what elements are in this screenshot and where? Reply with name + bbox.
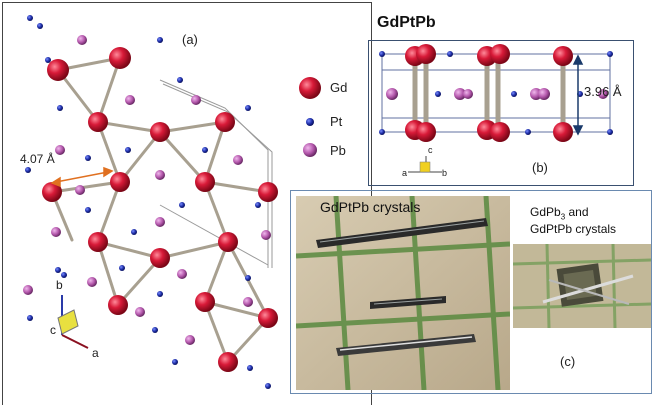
legend-markers bbox=[299, 77, 321, 157]
photo-2-caption-line-2: GdPtPb crystals bbox=[530, 222, 617, 236]
photo-1-caption: GdPtPb crystals bbox=[320, 199, 421, 215]
legend-gd-label: Gd bbox=[330, 80, 348, 95]
panel-b-label: (b) bbox=[532, 160, 548, 175]
distance-label-b: 3.96 Å bbox=[584, 84, 622, 99]
panel-c-frame bbox=[290, 190, 652, 394]
axis-b-label-b: b bbox=[442, 168, 448, 178]
distance-label-a: 4.07 Å bbox=[20, 152, 55, 166]
photo-2-caption-gdpb: GdPb bbox=[530, 205, 561, 219]
photo-2-caption-line-1: GdPb3 and bbox=[530, 205, 589, 221]
pb-atoms bbox=[23, 35, 271, 345]
gd-bonds bbox=[50, 56, 270, 364]
photo-2-caption-sub: 3 bbox=[560, 212, 566, 222]
photo-2-caption-and: and bbox=[565, 205, 589, 219]
gd-atoms bbox=[42, 47, 278, 372]
pt-atoms bbox=[25, 15, 271, 389]
axis-b-label: b bbox=[56, 278, 63, 292]
axis-indicator-a bbox=[57, 295, 89, 349]
cell-outline bbox=[159, 79, 273, 268]
axis-a-label: a bbox=[92, 346, 99, 360]
crystal-photo-2 bbox=[513, 244, 651, 328]
legend-pt-label: Pt bbox=[330, 114, 343, 129]
panel-b-title: GdPtPb bbox=[377, 14, 436, 31]
axis-c-label-b: c bbox=[428, 145, 433, 155]
panel-a-structure bbox=[23, 15, 278, 389]
panel-c-label: (c) bbox=[560, 354, 576, 369]
axis-c-label: c bbox=[50, 323, 56, 337]
legend-pb-label: Pb bbox=[330, 143, 346, 158]
crystal-photo-1 bbox=[296, 196, 510, 390]
distance-arrow-a bbox=[50, 166, 114, 188]
axis-a-label-b: a bbox=[402, 168, 408, 178]
panel-b-frame bbox=[368, 40, 634, 186]
panel-a-label: (a) bbox=[182, 32, 198, 47]
panel-b-structure bbox=[379, 44, 613, 173]
